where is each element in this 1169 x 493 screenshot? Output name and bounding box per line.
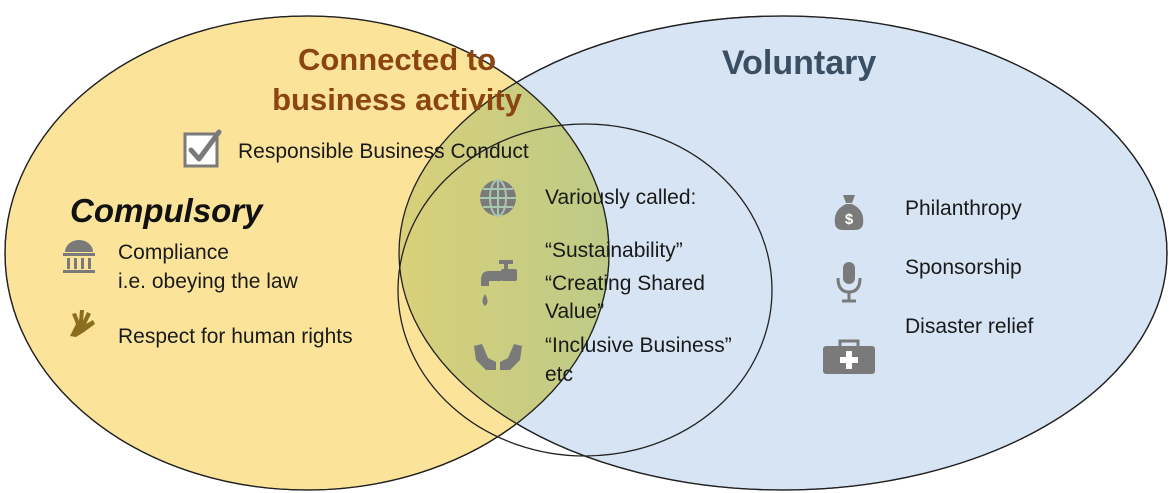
raised-hand-icon [64, 306, 98, 340]
connected-title-line-2: business activity [272, 82, 522, 117]
connected-title: Connected to business activity [232, 40, 562, 120]
connected-circle [397, 123, 773, 457]
checkbox-checked-icon [181, 126, 225, 170]
svg-text:$: $ [845, 211, 854, 228]
etc-label: etc [545, 363, 574, 386]
human-rights-label: Respect for human rights [118, 325, 353, 348]
creating-shared-label: “Creating Shared [545, 272, 705, 295]
sponsorship-label: Sponsorship [905, 256, 1022, 279]
obeying-the-law-label: i.e. obeying the law [118, 270, 298, 293]
value-label: Value” [545, 300, 605, 323]
philanthropy-label: Philanthropy [905, 197, 1022, 220]
faucet-icon [475, 258, 519, 318]
voluntary-title: Voluntary [722, 44, 877, 82]
inclusive-business-label: “Inclusive Business” [545, 334, 732, 357]
sustainability-label: “Sustainability” [545, 239, 683, 262]
disaster-relief-label: Disaster relief [905, 315, 1034, 338]
compliance-label: Compliance [118, 241, 229, 264]
first-aid-kit-icon [820, 336, 878, 376]
microphone-icon [834, 260, 864, 304]
variously-called-label: Variously called: [545, 186, 697, 209]
helping-hands-icon [472, 340, 524, 374]
responsible-business-conduct: Responsible Business Conduct [238, 140, 529, 163]
compulsory-title: Compulsory [70, 192, 263, 229]
connected-title-line-1: Connected to [297, 42, 497, 77]
voluntary-circle-outline [398, 15, 1168, 491]
compulsory-circle-outline [4, 15, 610, 491]
globe-icon [476, 176, 520, 220]
money-bag-icon: $ [831, 192, 867, 232]
government-building-icon [60, 236, 98, 276]
